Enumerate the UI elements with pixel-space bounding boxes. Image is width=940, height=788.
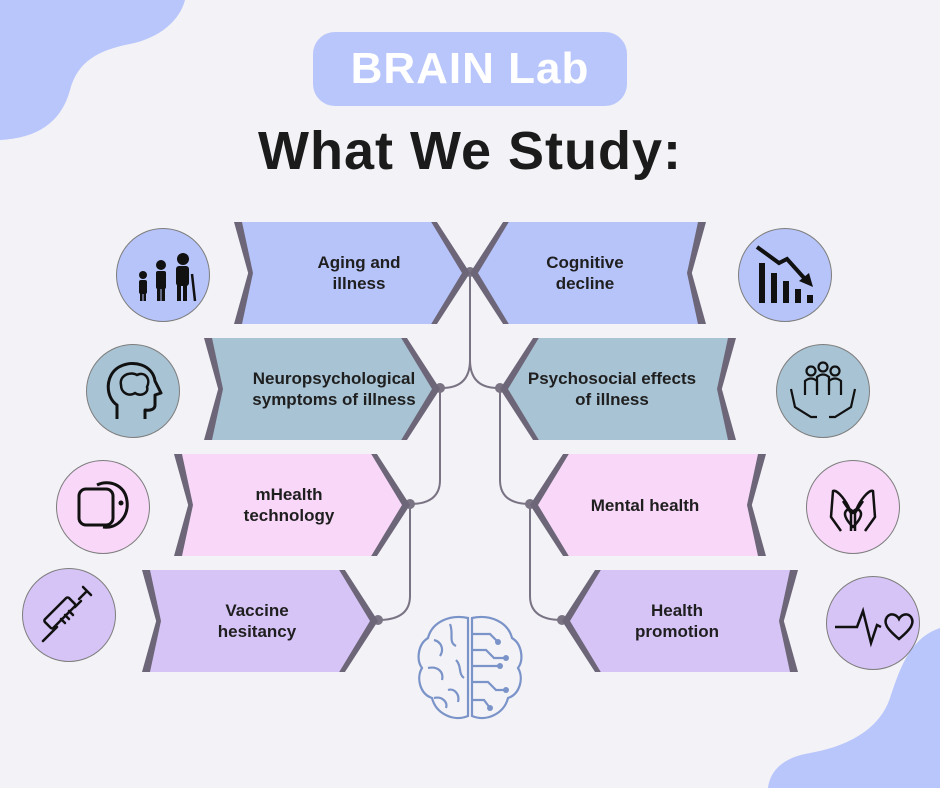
topic-neuropsychological-symptoms: Neuropsychological symptoms of illness — [204, 338, 440, 440]
topic-label: Psychosocial effects of illness — [527, 369, 697, 409]
topic-psychosocial-effects: Psychosocial effects of illness — [500, 338, 736, 440]
lab-name-badge: BRAIN Lab — [313, 32, 627, 106]
topic-label: Mental health — [590, 495, 700, 515]
family-generations-icon — [116, 228, 210, 322]
page-title: What We Study: — [258, 121, 682, 181]
brain-circuit-icon — [417, 615, 523, 720]
topic-label: mHealth technology — [243, 485, 335, 525]
topic-vaccine-hesitancy: Vaccine hesitancy — [142, 570, 378, 672]
topic-cognitive-decline: Cognitive decline — [470, 222, 706, 324]
corner-blob-bottom-right — [768, 628, 940, 788]
topic-label: Cognitive decline — [546, 253, 624, 293]
topic-mhealth-technology: mHealth technology — [174, 454, 410, 556]
heartbeat-icon — [826, 576, 920, 670]
smartwatch-icon — [56, 460, 150, 554]
topic-label: Aging and illness — [317, 253, 401, 293]
topic-mental-health: Mental health — [530, 454, 766, 556]
hands-heart-icon — [806, 460, 900, 554]
syringe-icon — [22, 568, 116, 662]
declining-bar-chart-icon — [738, 228, 832, 322]
topic-label: Health promotion — [634, 601, 720, 641]
corner-blob-top-left — [0, 0, 185, 140]
topic-health-promotion: Health promotion — [562, 570, 798, 672]
hands-holding-people-icon — [776, 344, 870, 438]
head-brain-icon — [86, 344, 180, 438]
topic-aging-and-illness: Aging and illness — [234, 222, 470, 324]
topic-label: Neuropsychological symptoms of illness — [252, 369, 416, 409]
topic-label: Vaccine hesitancy — [217, 601, 297, 641]
